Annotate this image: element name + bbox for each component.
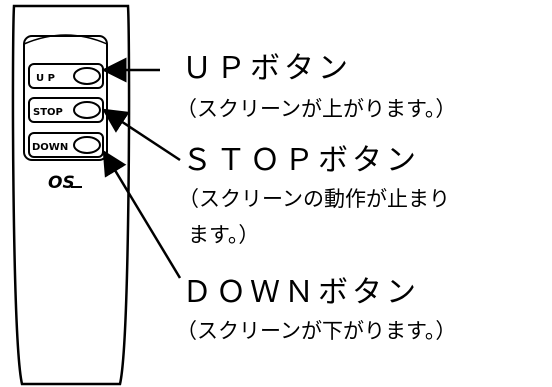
stop-button-label: STOP: [33, 107, 63, 118]
down-button-description: （スクリーンが下がります。）: [176, 319, 457, 343]
up-button-label: U P: [36, 73, 55, 84]
down-button-title: ＤＯＷＮボタン: [182, 275, 420, 310]
down-button-key: [73, 136, 101, 154]
brand-logo: OS: [48, 173, 75, 193]
up-button-title: ＵＰボタン: [182, 51, 352, 86]
up-button[interactable]: U P: [28, 63, 104, 89]
down-button-label: DOWN: [32, 142, 68, 153]
down-button[interactable]: DOWN: [28, 132, 104, 158]
up-button-description: （スクリーンが上がります。）: [176, 97, 457, 121]
stop-button[interactable]: STOP: [28, 97, 104, 123]
up-button-key: [73, 67, 101, 85]
stop-button-description-line1: （スクリーンの動作が止まり: [178, 187, 450, 211]
stop-button-description-line2: ます。）: [188, 223, 260, 247]
panel-top-curve: [23, 34, 108, 45]
stop-leader-line: [101, 108, 181, 162]
stop-button-title: ＳＴＯＰボタン: [182, 143, 420, 178]
down-leader-line: [102, 149, 182, 279]
stop-button-key: [73, 101, 101, 119]
